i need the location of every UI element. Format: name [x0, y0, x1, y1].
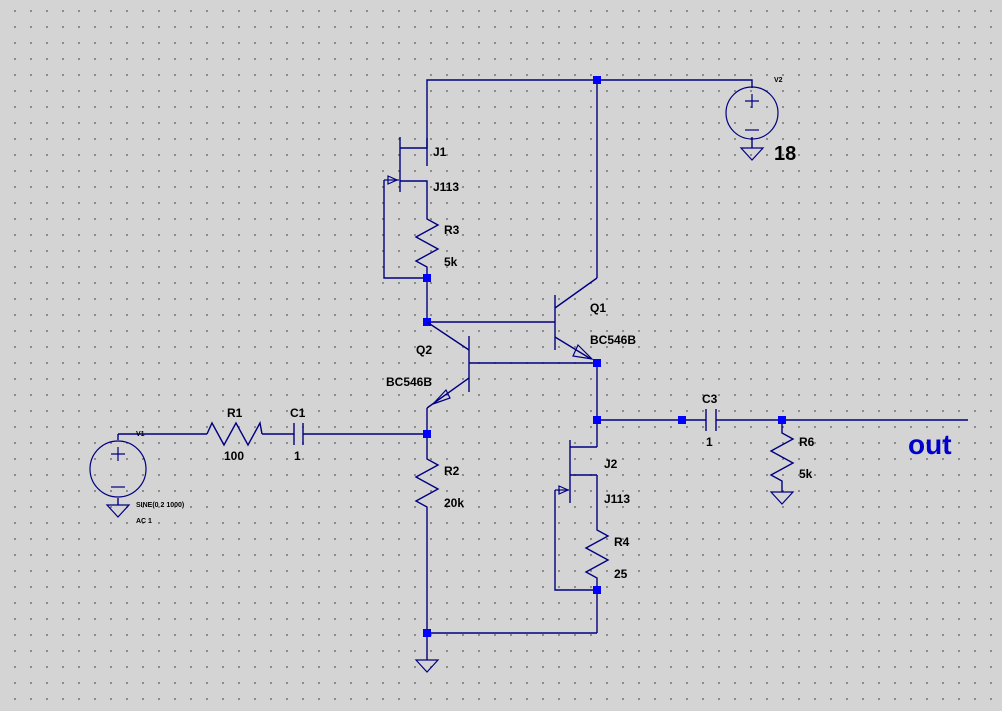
junctions: [423, 76, 786, 637]
resistor-r4[interactable]: [584, 525, 610, 583]
junction-dot: [593, 416, 601, 424]
ground-icon: [739, 147, 765, 161]
junction-dot: [593, 586, 601, 594]
q1-ref-label: Q1: [590, 301, 606, 315]
j1-ref-label: J1: [433, 145, 447, 159]
v2-ref-label: V2: [774, 77, 783, 84]
junction-dot: [593, 359, 601, 367]
net-label-out[interactable]: out: [908, 429, 952, 460]
gate-arrow-icon: [387, 175, 399, 185]
q1-model-label: BC546B: [590, 333, 636, 347]
r3-ref-label: R3: [444, 223, 460, 237]
r6-ref-label: R6: [799, 435, 815, 449]
voltage-source-v1[interactable]: [89, 440, 147, 518]
resistor-r3[interactable]: [414, 214, 440, 272]
npn-transistor-q1[interactable]: [554, 277, 598, 360]
r1-value-label: 100: [224, 449, 244, 463]
resistor-r6[interactable]: [769, 428, 795, 505]
r2-ref-label: R2: [444, 464, 460, 478]
c3-value-label: 1: [706, 435, 713, 449]
voltage-source-v2[interactable]: [725, 86, 779, 161]
jfet-j1[interactable]: [384, 137, 428, 192]
junction-dot: [678, 416, 686, 424]
r1-ref-label: R1: [227, 406, 243, 420]
npn-transistor-q2[interactable]: [426, 321, 470, 409]
r4-value-label: 25: [614, 567, 628, 581]
junction-dot: [423, 430, 431, 438]
junction-dot: [593, 76, 601, 84]
jfet-j2[interactable]: [555, 440, 597, 503]
ground-icon: [414, 659, 440, 673]
junction-dot: [778, 416, 786, 424]
v1-ac-label: AC 1: [136, 518, 152, 525]
c3-ref-label: C3: [702, 392, 718, 406]
j2-ref-label: J2: [604, 457, 618, 471]
plus-icon: [111, 447, 125, 461]
plus-icon: [745, 94, 759, 108]
emitter-arrow-icon: [572, 343, 594, 360]
capacitor-c3[interactable]: [705, 409, 717, 431]
junction-dot: [423, 274, 431, 282]
gate-arrow-icon: [558, 485, 570, 495]
v2-value-label: 18: [774, 143, 796, 165]
c1-value-label: 1: [294, 449, 301, 463]
v1-ref-label: V1: [136, 431, 145, 438]
emitter-arrow-icon: [432, 388, 451, 405]
q2-model-label: BC546B: [386, 375, 432, 389]
resistor-r2[interactable]: [414, 454, 440, 512]
c1-ref-label: C1: [290, 406, 306, 420]
r2-value-label: 20k: [444, 496, 464, 510]
resistor-r1[interactable]: [206, 420, 263, 447]
r6-value-label: 5k: [799, 467, 813, 481]
capacitor-c1[interactable]: [293, 423, 304, 445]
v1-value-label: SINE(0 2 1000): [136, 502, 184, 509]
j1-model-label: J113: [433, 180, 459, 194]
ground-icon: [105, 504, 131, 518]
j2-model-label: J113: [604, 492, 630, 506]
q2-ref-label: Q2: [416, 343, 432, 357]
r3-value-label: 5k: [444, 255, 458, 269]
junction-dot: [423, 629, 431, 637]
wires: [117, 79, 968, 660]
ground-icon: [769, 491, 795, 505]
r4-ref-label: R4: [614, 535, 630, 549]
